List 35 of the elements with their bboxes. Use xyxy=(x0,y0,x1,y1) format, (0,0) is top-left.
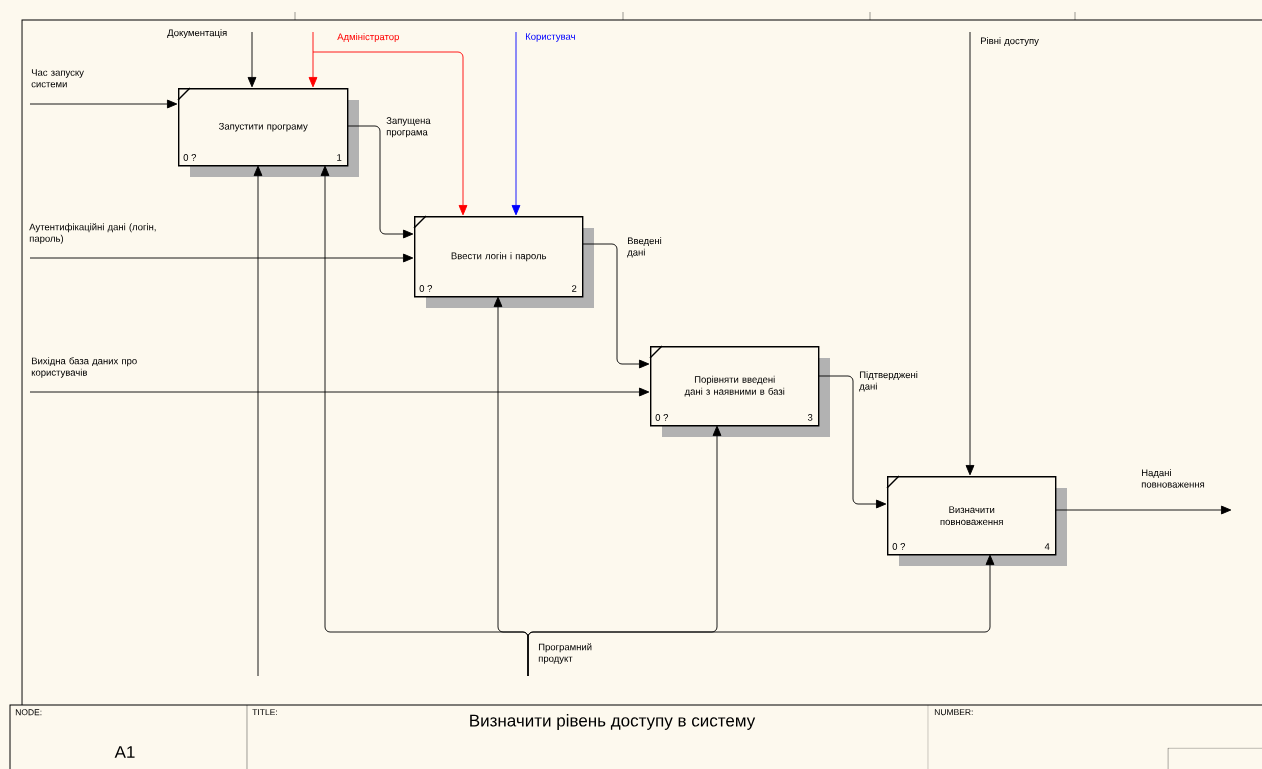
arrow xyxy=(581,243,650,369)
edge-label: Запущена програма xyxy=(386,117,431,138)
process-box: Ввести логін і пароль 0 ? 2 xyxy=(413,215,594,308)
edge-label: Введені дані xyxy=(627,237,662,258)
process-box: Запустити програму 0 ? 1 xyxy=(177,87,359,177)
edge-label: Надані повноваження xyxy=(1141,469,1205,488)
arrow xyxy=(312,51,468,216)
edge-label: Документація xyxy=(167,29,227,39)
node-number: A1 xyxy=(114,746,135,758)
arrow xyxy=(253,165,263,677)
field-label: TITLE: xyxy=(252,709,277,716)
arrow xyxy=(346,125,414,239)
arrow xyxy=(29,387,650,397)
edge-label: Користувач xyxy=(526,33,575,42)
edge-label: Аутентифікаційні дані (логін, пароль) xyxy=(29,223,156,244)
edge-label: Рівні доступу xyxy=(981,37,1039,47)
arrow xyxy=(308,31,318,88)
edge-label: Програмний продукт xyxy=(538,643,592,664)
arrow xyxy=(29,99,178,109)
title: Визначити рівень доступу в систему xyxy=(470,714,756,730)
edge-label: Адміністратор xyxy=(337,33,399,43)
arrow xyxy=(511,31,521,216)
arrow xyxy=(247,31,257,88)
process-box: Порівняти введені дані з наявними в базі 0 ? 3 xyxy=(649,345,830,437)
edge-label: Вихідна база даних про користувачів xyxy=(31,357,137,378)
arrow xyxy=(527,554,995,677)
arrow xyxy=(29,253,414,263)
arrow xyxy=(1054,505,1232,515)
arrow xyxy=(965,31,975,476)
field-label: NUMBER: xyxy=(934,709,973,716)
edge-label: Час запуску системи xyxy=(31,69,84,88)
arrow xyxy=(817,375,887,509)
field-label: NODE: xyxy=(15,709,42,716)
process-box: Визначити повноваження 0 ? 4 xyxy=(886,475,1067,566)
edge-label: Підтверджені дані xyxy=(859,371,918,392)
